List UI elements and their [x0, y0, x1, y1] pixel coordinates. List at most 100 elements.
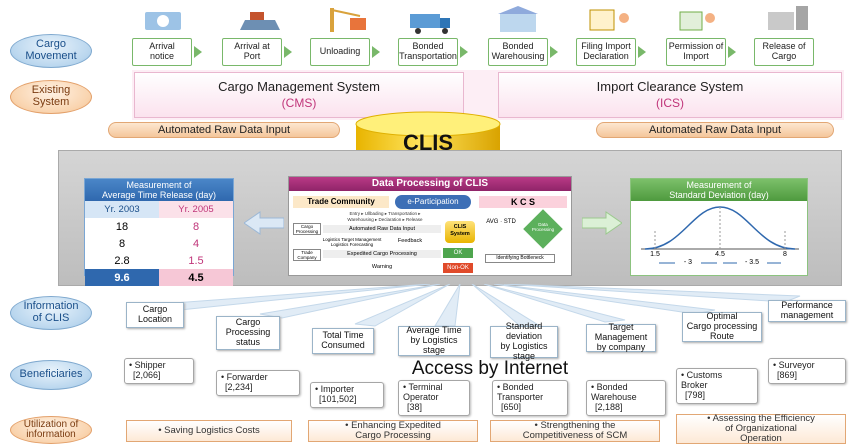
data-processing-label: Data Processing — [531, 222, 555, 232]
beneficiary-name: • Surveyor — [773, 360, 815, 370]
info-item: Cargo Location — [126, 302, 184, 328]
avg-time-measurement: Measurement of Average Time Release (day… — [84, 178, 234, 286]
information-of-clis-label: Information of CLIS — [10, 296, 92, 330]
beneficiary-card: • Terminal Operator[38] — [398, 380, 470, 416]
cell: 18 — [115, 220, 129, 233]
tick-1: 1.5 — [650, 251, 660, 258]
step-arrow-icon — [460, 46, 468, 58]
left-arrow-icon — [243, 210, 285, 241]
cell: 4 — [192, 237, 200, 250]
ics-name: Import Clearance System — [596, 79, 744, 94]
auto-input-left-pill: Automated Raw Data Input — [108, 122, 340, 138]
total-2003: 9.6 — [85, 269, 159, 286]
cell: 1.5 — [188, 254, 204, 267]
trade-company: Trade Company — [293, 249, 321, 261]
cms-box: Cargo Management System (CMS) — [134, 72, 464, 118]
trade-community: Trade Community — [293, 196, 389, 208]
cell: 8 — [118, 237, 126, 250]
info-item: Performance management — [768, 300, 846, 322]
beneficiary-count: [798] — [685, 389, 706, 400]
cargo-pictograms — [140, 6, 840, 36]
total-2005: 4.5 — [159, 269, 233, 286]
existing-system-label: Existing System — [10, 80, 92, 114]
step-arrow-icon — [728, 46, 736, 58]
beneficiary-card: • Importer[101,502] — [310, 382, 384, 408]
std-dev-measurement: Measurement of Standard Deviation (day) … — [630, 178, 808, 276]
non-ok-box: Non-OK — [443, 263, 473, 273]
cms-name: Cargo Management System — [218, 79, 380, 94]
logistics-target: Logistics Target Management Logistics Fo… — [322, 237, 382, 247]
cargo-step: Release of Cargo — [754, 38, 814, 66]
beneficiary-count: [2,188] — [595, 401, 623, 412]
connector-rays — [159, 284, 801, 327]
cargo-movement-label: Cargo Movement — [10, 34, 92, 68]
beneficiary-name: • Forwarder — [221, 372, 268, 382]
cargo-step: Arrival at Port — [222, 38, 282, 66]
kcs: K C S — [479, 196, 567, 208]
info-item: Optimal Cargo processing Route — [682, 311, 762, 342]
info-item: Cargo Processing status — [216, 316, 280, 350]
ok-box: OK — [443, 248, 473, 258]
utilization-item: • Strengthening the Competitiveness of S… — [490, 420, 660, 442]
info-item: Standard deviation by Logistics stage — [490, 321, 558, 361]
beneficiary-name: • Bonded Transporter — [497, 382, 544, 402]
feedback: Feedback — [397, 238, 423, 244]
data-processing-title: Data Processing of CLIS — [289, 177, 571, 191]
cell: 2.8 — [114, 254, 130, 267]
step-arrow-icon — [372, 46, 380, 58]
cargo-step: Arrival notice — [132, 38, 192, 66]
utilization-label: Utilization of information — [10, 416, 92, 444]
warning: Warning — [371, 264, 393, 270]
cargo-step: Bonded Warehousing — [488, 38, 548, 66]
tick-2: 4.5 — [715, 251, 725, 258]
info-item: Total Time Consumed — [312, 328, 374, 354]
cargo-step: Permission of Import — [666, 38, 726, 66]
bell-curve — [641, 206, 799, 264]
beneficiary-count: [650] — [501, 401, 522, 412]
beneficiary-count: [38] — [407, 401, 423, 412]
beneficiary-count: [101,502] — [319, 393, 357, 404]
cargo-processing: Cargo Processing — [293, 223, 321, 235]
utilization-item: • Enhancing Expedited Cargo Processing — [308, 420, 478, 442]
step-arrow-icon — [194, 46, 202, 58]
beneficiary-card: • Forwarder[2,234] — [216, 370, 300, 396]
step-arrow-icon — [284, 46, 292, 58]
access-by-internet: Access by Internet — [411, 358, 569, 379]
beneficiary-count: [2,066] — [133, 369, 161, 380]
utilization-item: • Saving Logistics Costs — [126, 420, 292, 442]
beneficiary-card: • Surveyor[869] — [768, 358, 846, 384]
e-participation: e-Participation — [395, 195, 471, 209]
beneficiary-name: • Terminal Operator — [403, 382, 443, 402]
col-2005: Yr. 2005 — [159, 201, 233, 218]
auto-input-right-pill: Automated Raw Data Input — [596, 122, 834, 138]
beneficiary-count: [869] — [777, 369, 798, 380]
range-1: - 3 — [675, 259, 701, 266]
avg-std: AVG · STD — [486, 219, 516, 225]
expedited: Expedited Cargo Processing — [323, 250, 441, 258]
data-processing-box: Data Processing of CLIS Trade Community … — [288, 176, 572, 276]
std-dev-title: Measurement of Standard Deviation (day) — [631, 179, 807, 201]
cms-abbr: (CMS) — [281, 96, 317, 110]
beneficiary-card: • Bonded Warehouse[2,188] — [586, 380, 666, 416]
beneficiaries-label: Beneficiaries — [10, 360, 92, 390]
beneficiary-name: • Importer — [315, 384, 355, 394]
beneficiary-card: • Customs Broker[798] — [676, 368, 758, 404]
step-arrow-icon — [638, 46, 646, 58]
avg-time-title: Measurement of Average Time Release (day… — [85, 179, 233, 201]
cargo-step: Filing Import Declaration — [576, 38, 636, 66]
ics-abbr: (ICS) — [656, 96, 684, 110]
cargo-step: Unloading — [310, 38, 370, 66]
beneficiary-card: • Bonded Transporter[650] — [492, 380, 568, 416]
beneficiary-name: • Bonded Warehouse — [591, 382, 637, 402]
info-item: Average Time by Logistics stage — [398, 325, 470, 356]
beneficiary-name: • Customs Broker — [681, 370, 723, 390]
beneficiary-name: • Shipper — [129, 360, 166, 370]
utilization-item: • Assessing the Efficiency of Organizati… — [676, 414, 846, 444]
info-item: Target Management by company — [586, 322, 656, 352]
ics-box: Import Clearance System (ICS) — [498, 72, 842, 118]
beneficiary-card: • Shipper[2,066] — [124, 358, 194, 384]
col-2003: Yr. 2003 — [85, 201, 159, 218]
right-arrow-icon — [581, 210, 623, 241]
cell: 8 — [192, 220, 200, 233]
step-arrow-icon — [550, 46, 558, 58]
